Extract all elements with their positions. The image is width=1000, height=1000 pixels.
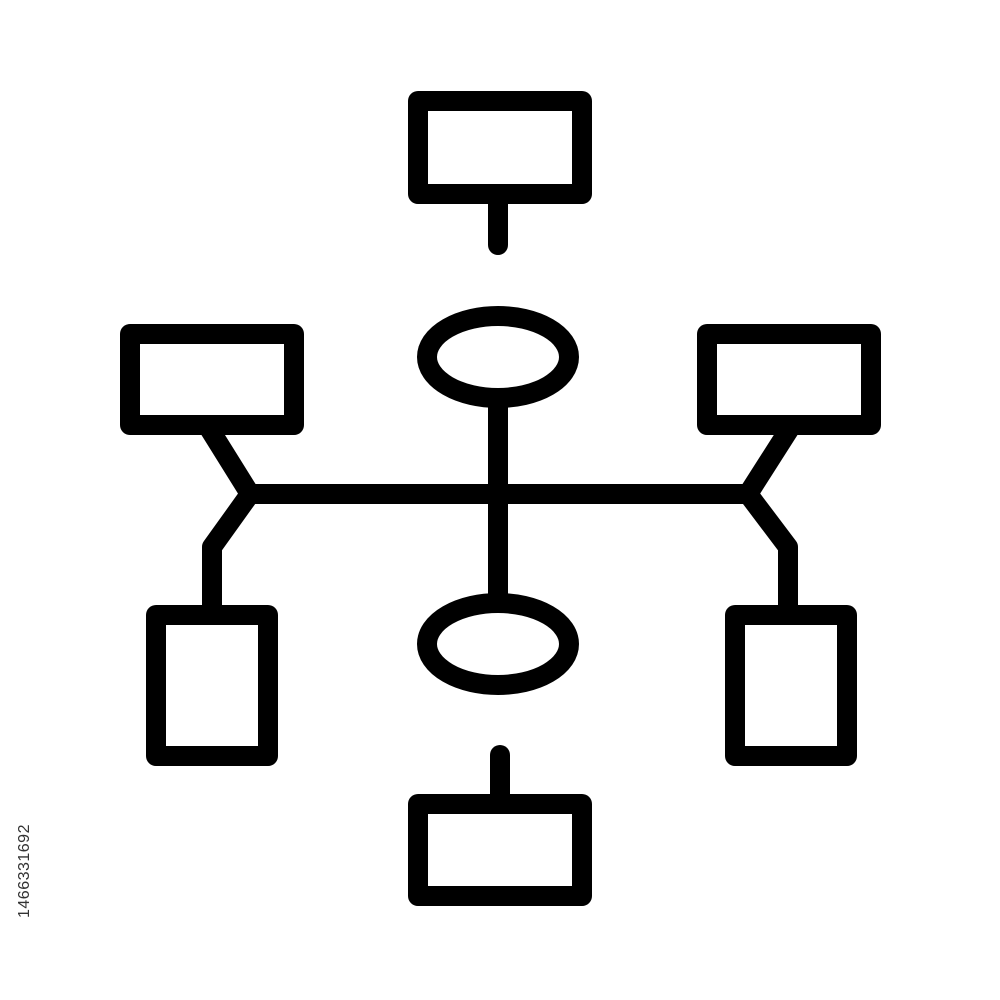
right-upper-branch — [738, 415, 802, 504]
upper-right-box — [697, 324, 881, 435]
lower-ellipse — [417, 593, 579, 695]
bottom-box — [408, 794, 592, 906]
stock-id-watermark: 1466331692 — [16, 824, 33, 918]
lower-left-box — [146, 605, 278, 766]
lower-right-box — [725, 605, 857, 766]
left-lower-branch — [202, 484, 260, 625]
left-upper-branch — [197, 415, 260, 504]
top-box — [408, 91, 592, 204]
upper-left-box — [120, 324, 304, 435]
upper-ellipse — [417, 306, 579, 408]
right-lower-branch — [738, 484, 798, 625]
